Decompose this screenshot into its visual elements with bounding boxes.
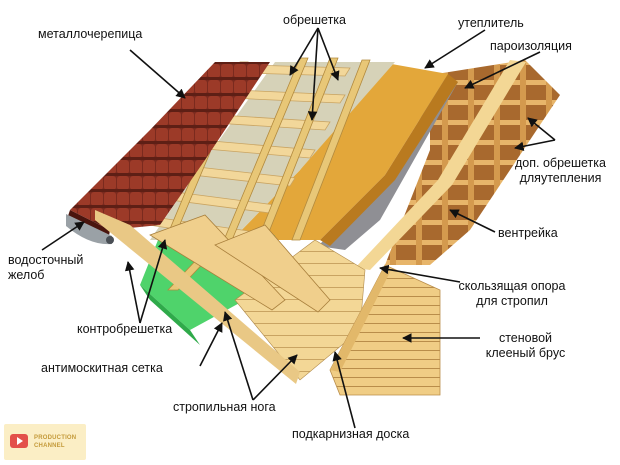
arrow-battens-2 (307, 27, 319, 121)
play-icon (10, 434, 28, 448)
label-vent-strip: вентрейка (498, 226, 558, 240)
arrow-rafter-2 (252, 354, 298, 401)
arrows (41, 27, 556, 429)
arrow-eaves (332, 351, 356, 429)
arrow-sliding (379, 264, 461, 283)
label-metal-tile: металлочерепица (38, 27, 143, 41)
label-sliding-support: скользящая опора для стропил (458, 279, 566, 308)
arrow-extra-2 (514, 139, 556, 152)
arrow-extra-1 (527, 117, 556, 141)
label-battens: обрешетка (283, 13, 347, 27)
label-insulation: утеплитель (458, 16, 524, 30)
logo-line2: CHANNEL (34, 443, 65, 449)
extra-batten-strip (355, 60, 526, 270)
arrow-counter-1 (124, 261, 141, 324)
arrow-vapor (464, 51, 541, 89)
channel-logo: PRODUCTION CHANNEL (4, 424, 86, 460)
insulation-layer (232, 62, 458, 246)
label-counter-battens: контробрешетка (77, 322, 173, 336)
label-vapor-barrier: пароизоляция (490, 39, 572, 53)
arrow-metal-tile (129, 49, 186, 99)
arrow-rafter-1 (223, 311, 254, 401)
arrow-battens-3 (317, 27, 340, 81)
label-rafter: стропильная нога (173, 400, 276, 414)
arrow-battens-1 (289, 27, 319, 76)
label-wall-beam: стеновой клееный брус (485, 331, 566, 360)
label-mosquito-net: антимоскитная сетка (41, 361, 163, 375)
label-extra-battens: доп. обрешетка дляутепления (515, 156, 606, 185)
logo-line1: PRODUCTION (34, 435, 77, 441)
label-eaves-board: подкарнизная доска (292, 427, 410, 441)
rafter-grid (385, 60, 560, 265)
eaves-boards (95, 210, 366, 384)
arrow-gutter (41, 221, 85, 251)
arrow-mosquito (199, 322, 223, 367)
label-gutter: водосточный желоб (8, 253, 84, 282)
rafter-feet (149, 214, 331, 313)
arrow-vent (449, 209, 496, 233)
arrow-insulation (424, 29, 486, 69)
arrow-counter-2 (139, 239, 168, 324)
